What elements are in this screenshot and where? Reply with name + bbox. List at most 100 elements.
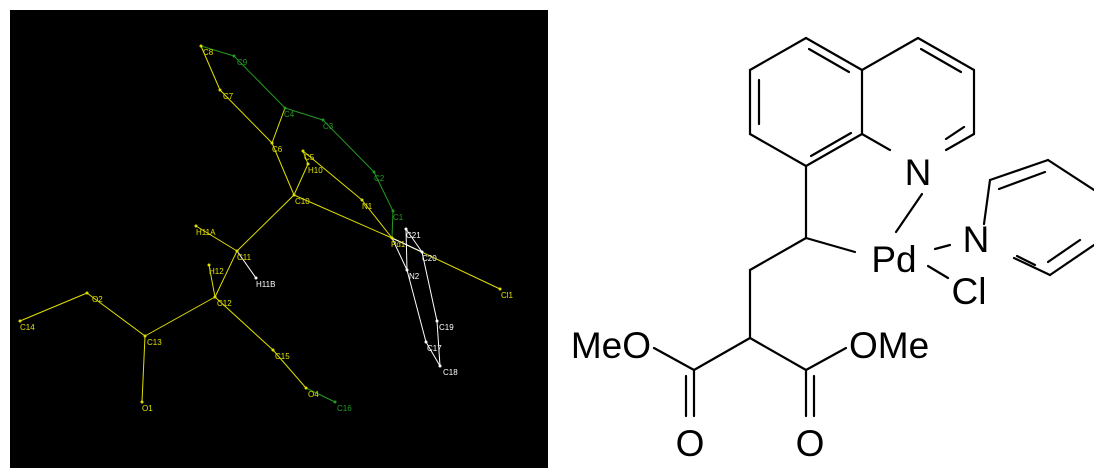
bond-C2-C1 xyxy=(373,171,394,212)
atom-label-C7: C7 xyxy=(223,92,234,101)
bond xyxy=(1046,238,1082,264)
atom-O1 xyxy=(140,400,144,404)
bond xyxy=(804,36,864,72)
atom-C6 xyxy=(270,141,274,145)
atom-C13 xyxy=(143,334,147,338)
bond xyxy=(894,192,924,234)
bond xyxy=(748,236,808,272)
bond-C5-H10 xyxy=(302,150,309,165)
bond xyxy=(748,132,808,168)
atom-label-carbonyl-o-right: O xyxy=(796,423,825,464)
bond-C17-N2 xyxy=(406,269,427,343)
atom-label-N2: N2 xyxy=(409,272,420,281)
bond-C13-O2 xyxy=(86,292,146,337)
atom-C20 xyxy=(420,250,424,254)
bond-Pd1-N2 xyxy=(391,237,408,271)
atom-H10 xyxy=(306,162,310,166)
bond xyxy=(926,264,950,280)
atom-label-C3: C3 xyxy=(323,122,334,131)
atom-label-N1: N1 xyxy=(362,202,373,211)
atom-label-methoxy-right: OMe xyxy=(849,325,929,366)
bond-H11A-C11 xyxy=(195,225,238,252)
atom-label-C11: C11 xyxy=(237,253,252,262)
bond xyxy=(916,36,976,72)
bond xyxy=(988,158,1050,182)
bond xyxy=(997,170,1047,191)
bond-C19-C18 xyxy=(436,320,441,367)
atom-C16 xyxy=(333,400,337,404)
bond xyxy=(1046,158,1094,192)
atom-C9 xyxy=(232,54,236,58)
atom-label-O4: O4 xyxy=(308,390,319,399)
atom-Pd1 xyxy=(390,236,394,240)
atom-label-H11A: H11A xyxy=(196,228,216,237)
bond xyxy=(860,36,920,72)
bond xyxy=(652,346,696,372)
bond xyxy=(807,47,851,74)
atom-label-C16: C16 xyxy=(337,404,352,413)
bond xyxy=(804,236,857,254)
atom-label-C15: C15 xyxy=(275,352,290,361)
bond-C5-N1 xyxy=(302,150,363,201)
atom-C11 xyxy=(235,249,239,253)
atom-label-H10: H10 xyxy=(308,166,323,175)
bond-H12-C12 xyxy=(208,264,216,298)
atom-label-C19: C19 xyxy=(439,323,454,332)
atom-C7 xyxy=(218,88,222,92)
bond xyxy=(919,47,963,74)
atom-C8 xyxy=(199,44,203,48)
atom-label-C10: C10 xyxy=(295,197,310,206)
atom-label-C20: C20 xyxy=(422,254,437,263)
atom-N2 xyxy=(405,268,409,272)
atom-label-H11B: H11B xyxy=(256,280,275,289)
bond xyxy=(1015,254,1037,267)
atom-label-C9: C9 xyxy=(237,58,248,67)
atom-O4 xyxy=(304,386,308,390)
atom-C5 xyxy=(301,149,305,153)
atom-label-C6: C6 xyxy=(272,145,283,154)
bond-C9-C4 xyxy=(233,55,286,109)
bond-C12-C15 xyxy=(214,296,274,351)
atom-label-C17: C17 xyxy=(427,344,442,353)
atom-label-methoxy-left: MeO xyxy=(571,325,651,366)
atom-C19 xyxy=(435,319,439,323)
atom-label-C1: C1 xyxy=(393,213,404,222)
atom-label-C13: C13 xyxy=(147,338,162,347)
atom-label-C18: C18 xyxy=(443,368,458,377)
bond-C12-C13 xyxy=(144,296,216,337)
atom-label-Pd1: Pd1 xyxy=(391,240,406,249)
atom-label-O1: O1 xyxy=(142,404,153,413)
bond-C11-H11B xyxy=(236,250,257,279)
bond-C10-Pd1 xyxy=(293,194,393,239)
bond xyxy=(748,336,808,372)
atom-label-C8: C8 xyxy=(203,48,214,57)
atom-C12 xyxy=(213,295,217,299)
bond-C10-C11 xyxy=(236,194,295,252)
bond-C8-C7 xyxy=(200,45,221,91)
atom-label-n-quinoline: N xyxy=(905,152,932,193)
bond-C8-C9 xyxy=(200,45,235,57)
atom-C15 xyxy=(271,348,275,352)
bond-H10-C10 xyxy=(293,163,309,196)
atom-label-C5: C5 xyxy=(304,153,315,162)
atom-label-palladium: Pd xyxy=(871,239,916,280)
bond-N2-C21 xyxy=(405,228,408,271)
atom-label-chlorine: Cl xyxy=(952,271,987,312)
bond-C15-O4 xyxy=(272,349,307,389)
bond-C3-C2 xyxy=(322,119,375,173)
bond-O4-C16 xyxy=(305,387,336,403)
atom-label-Cl1: Cl1 xyxy=(501,291,514,300)
atom-label-O2: O2 xyxy=(92,295,103,304)
atom-H12 xyxy=(207,263,211,267)
bond-C20-C19 xyxy=(421,251,438,322)
bond xyxy=(982,178,992,226)
bond xyxy=(944,132,976,152)
bond xyxy=(933,243,952,251)
atom-H11A xyxy=(194,224,198,228)
bond xyxy=(748,36,808,72)
bond xyxy=(804,132,864,168)
atom-C21 xyxy=(404,227,408,231)
atom-label-C14: C14 xyxy=(20,323,35,332)
